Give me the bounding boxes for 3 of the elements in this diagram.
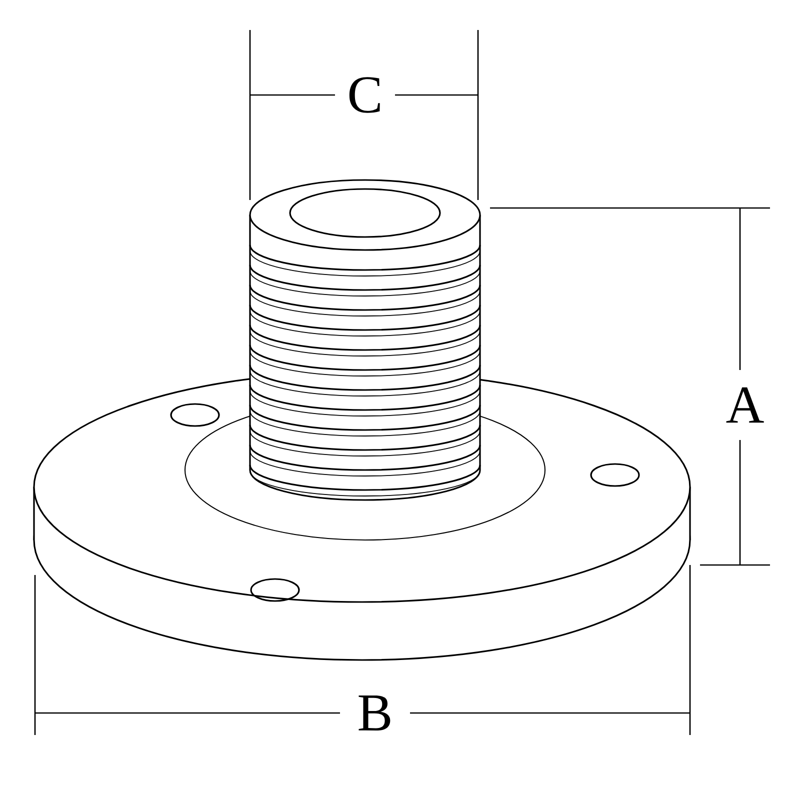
dimension-label: A <box>726 387 764 423</box>
dimension-label: C <box>349 77 380 113</box>
dimension-label: B <box>358 695 390 731</box>
